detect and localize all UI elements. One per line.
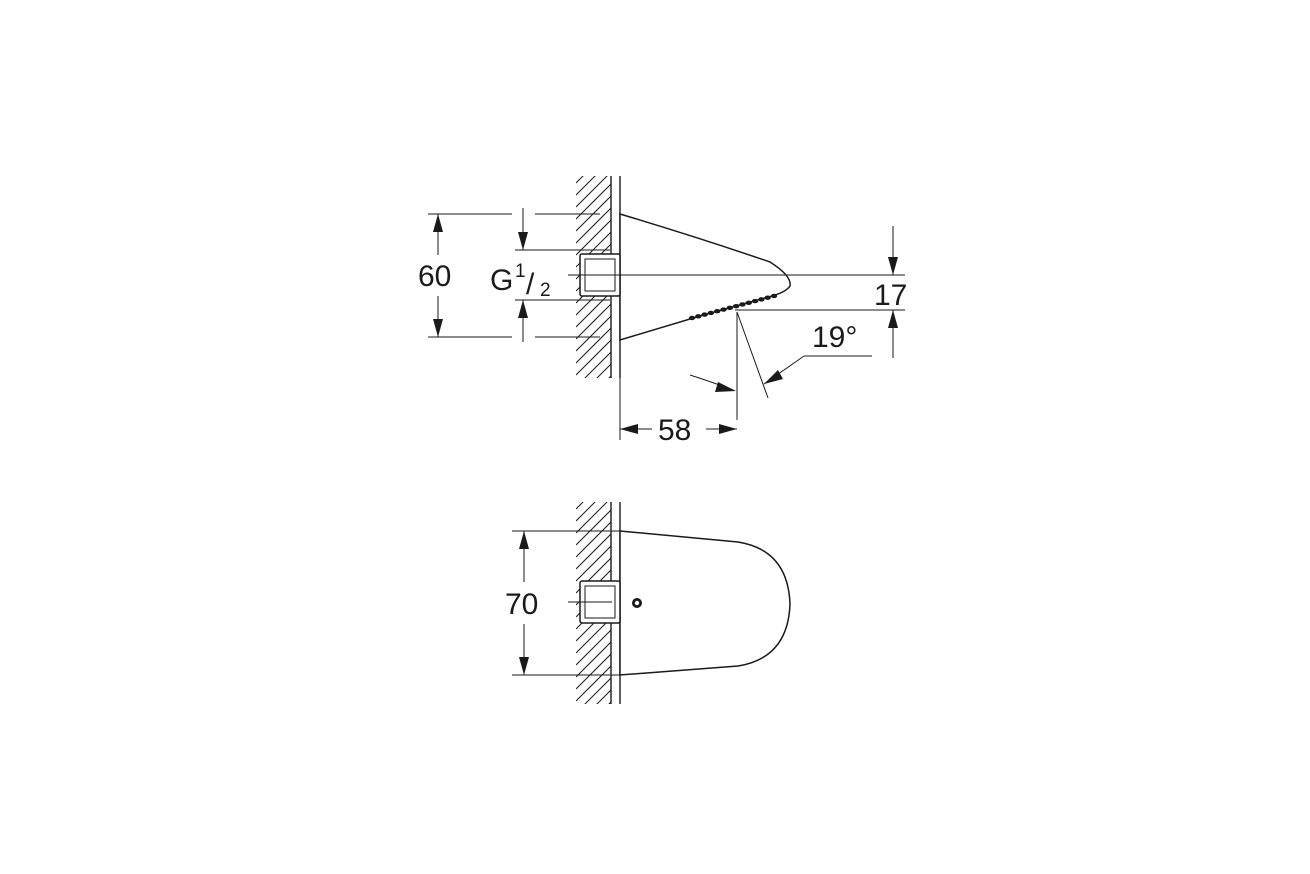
nozzle-dot (732, 303, 740, 309)
nozzle-dot (714, 309, 721, 314)
side-view: 60 G 1 / 2 17 (418, 136, 907, 447)
nozzle-dot (720, 307, 727, 312)
hatch-line (576, 176, 584, 184)
nozzle-height-label: 17 (874, 279, 907, 312)
nozzle-dot (739, 302, 746, 307)
spout-body-side (619, 212, 791, 342)
hatch-line (576, 509, 611, 546)
angle-label: 19° (812, 321, 857, 354)
button-icon (632, 598, 642, 608)
top-view: 70 (505, 462, 791, 773)
hatch-line (608, 375, 611, 378)
hatch-line (576, 502, 608, 534)
nozzle-dot (745, 300, 752, 305)
hatch-line (576, 183, 611, 220)
thread-prefix: G (490, 264, 513, 297)
spray-angle-dimension: 19° (689, 311, 872, 420)
hatch-line (576, 303, 611, 340)
hatch-line (576, 665, 611, 702)
hatch-line (576, 327, 611, 364)
projection-label: 58 (658, 414, 691, 447)
hatch-line (576, 207, 611, 244)
hatch-line (576, 400, 611, 435)
hatch-line (576, 176, 608, 208)
nozzle-height-dimension-17: 17 (874, 226, 907, 358)
projection-dimension-58: 58 (619, 378, 737, 447)
nozzle-dot (764, 295, 771, 300)
hatch-line (576, 339, 611, 376)
hatch-line (576, 738, 611, 773)
nozzle-dot (758, 297, 765, 302)
nozzle-dot (695, 314, 702, 319)
hatch-line (576, 521, 611, 558)
height-dimension-60: 60 (418, 214, 451, 337)
hatch-line (576, 617, 611, 654)
hatch-line (576, 412, 611, 447)
hatch-line (576, 176, 596, 196)
hatch-line (576, 533, 611, 570)
thread-denominator: 2 (540, 280, 551, 301)
hatch-line (576, 219, 611, 256)
thread-numerator: 1 (515, 261, 526, 282)
hatch-line (584, 677, 611, 704)
width-label: 70 (505, 588, 538, 621)
hatch-line (576, 629, 611, 666)
hatch-line (576, 641, 611, 678)
hatch-line (584, 351, 611, 378)
nozzle-dot (726, 305, 734, 311)
nozzle-dot (770, 293, 778, 299)
hatch-line (576, 136, 611, 171)
hatch-line (576, 726, 611, 761)
spout-body-top (619, 530, 791, 676)
hatch-line (576, 315, 611, 352)
hatch-line (576, 502, 584, 510)
nozzle-dot (701, 312, 708, 317)
hatch-line (608, 701, 611, 704)
nozzle-dot (707, 310, 715, 316)
hatch-line (596, 363, 611, 378)
hatch-line (576, 653, 611, 690)
height-label: 60 (418, 260, 451, 293)
thread-slash: / (526, 268, 535, 301)
thread-dimension: G 1 / 2 (490, 208, 551, 342)
hatch-line (576, 714, 611, 749)
spray-nozzles (688, 293, 778, 321)
hatch-line (576, 291, 611, 328)
hatch-line (576, 388, 611, 423)
hatch-line (576, 462, 611, 497)
hatch-line (576, 502, 596, 522)
nozzle-dot (688, 315, 696, 321)
nozzle-dot (751, 298, 759, 304)
hatch-line (576, 545, 611, 582)
hatch-line (596, 689, 611, 704)
width-dimension-70: 70 (505, 530, 620, 676)
